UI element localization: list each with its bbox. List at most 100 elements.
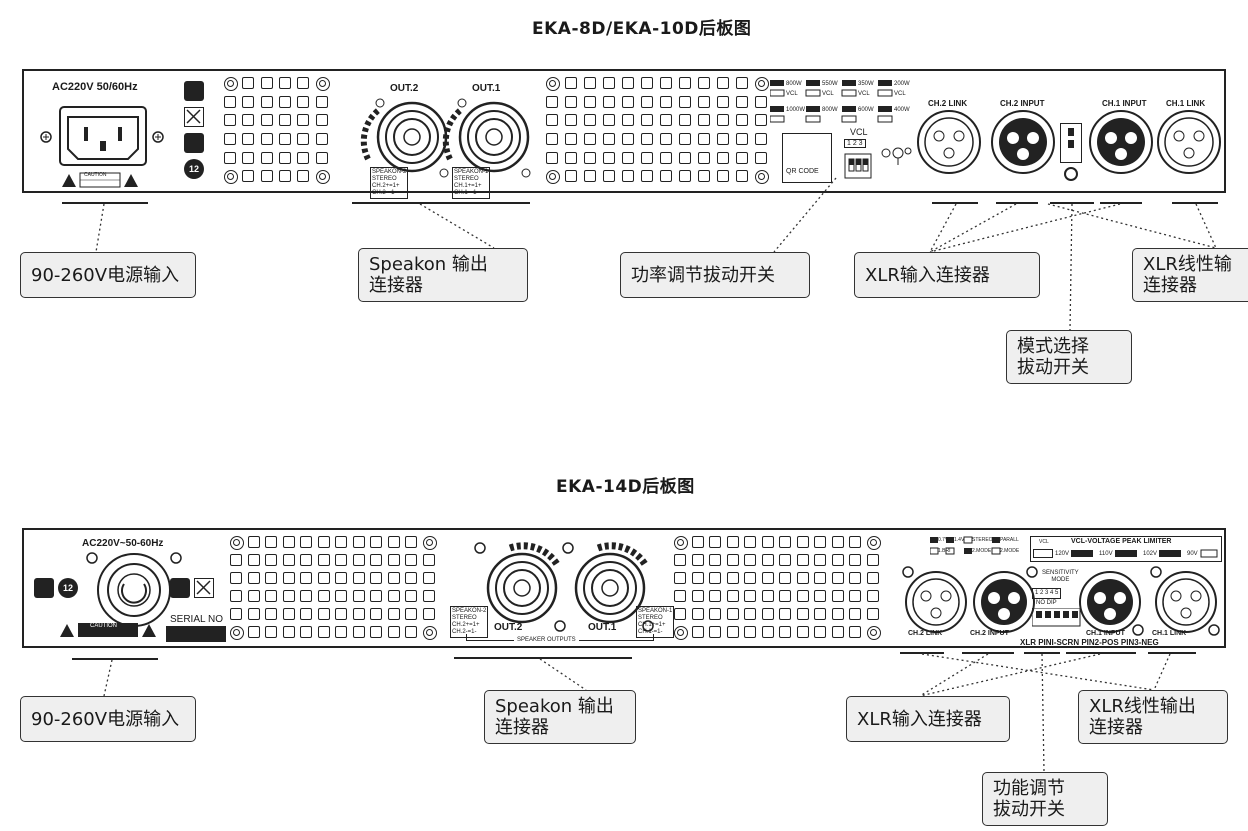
top-power-underline bbox=[62, 202, 148, 204]
vent-hole bbox=[727, 554, 739, 566]
vent-hole bbox=[603, 96, 615, 108]
top-callout-speakon: Speakon 输出 连接器 bbox=[358, 248, 528, 302]
vent-hole bbox=[283, 536, 295, 548]
vent-hole bbox=[779, 554, 791, 566]
vent-hole bbox=[423, 554, 435, 566]
ch2-link-xlr[interactable] bbox=[916, 109, 982, 175]
ch1-link-label-b: CH.1 LINK bbox=[1152, 630, 1187, 637]
vent-hole bbox=[584, 114, 596, 126]
vent-hole bbox=[423, 572, 435, 584]
vent-hole bbox=[709, 608, 721, 620]
vcl-dip-switch[interactable] bbox=[844, 153, 874, 183]
vent-hole bbox=[335, 536, 347, 548]
vcl-120v: 120V bbox=[1055, 551, 1070, 557]
vent-hole bbox=[641, 96, 653, 108]
vent-hole-round bbox=[674, 536, 688, 550]
vent-hole bbox=[779, 572, 791, 584]
ch2-link-xlr-b[interactable] bbox=[900, 564, 972, 636]
vent-hole-round bbox=[423, 626, 437, 640]
vent-hole bbox=[603, 114, 615, 126]
vent-hole bbox=[370, 626, 382, 638]
vent-hole bbox=[762, 536, 774, 548]
vent-hole bbox=[300, 608, 312, 620]
ch2-input-xlr[interactable] bbox=[990, 109, 1056, 175]
vent-hole bbox=[353, 608, 365, 620]
cert-mark-icon bbox=[170, 578, 190, 598]
ch2-input-xlr-b[interactable] bbox=[968, 564, 1040, 636]
vent-hole bbox=[297, 152, 309, 164]
vent-hole bbox=[709, 572, 721, 584]
vent-hole bbox=[370, 572, 382, 584]
vent-hole bbox=[230, 590, 242, 602]
vent-hole bbox=[279, 170, 291, 182]
function-dip-switch[interactable] bbox=[1032, 608, 1082, 628]
vent-hole bbox=[603, 77, 615, 89]
vent-hole bbox=[797, 572, 809, 584]
vent-hole bbox=[692, 608, 704, 620]
vent-hole bbox=[698, 170, 710, 182]
vent-hole bbox=[727, 536, 739, 548]
bottom-title: EKA-14D后板图 bbox=[556, 477, 695, 497]
vent-hole bbox=[242, 152, 254, 164]
vent-hole bbox=[370, 554, 382, 566]
vent-hole bbox=[230, 608, 242, 620]
ch1-input-label: CH.1 INPUT bbox=[1102, 99, 1147, 108]
vent-hole bbox=[353, 536, 365, 548]
vent-hole bbox=[736, 133, 748, 145]
vent-hole bbox=[622, 96, 634, 108]
power-opt-800w: 800W bbox=[786, 81, 802, 87]
vent-hole bbox=[717, 96, 729, 108]
bottom-callout-speakon: Speakon 输出 连接器 bbox=[484, 690, 636, 744]
vent-hole bbox=[603, 152, 615, 164]
serial-no-plate bbox=[166, 626, 226, 642]
vent-hole bbox=[744, 536, 756, 548]
vent-hole bbox=[224, 133, 236, 145]
vent-hole bbox=[698, 114, 710, 126]
vent-hole bbox=[423, 608, 435, 620]
xlr-pin-note: XLR PINI-SCRN PIN2-POS PIN3-NEG bbox=[1020, 638, 1159, 647]
vent-hole bbox=[335, 608, 347, 620]
vent-hole bbox=[283, 608, 295, 620]
vent-hole bbox=[297, 77, 309, 89]
vent-hole bbox=[388, 554, 400, 566]
vent-hole bbox=[283, 626, 295, 638]
vent-hole bbox=[674, 590, 686, 602]
recycle-12-icon: 12 bbox=[58, 578, 78, 598]
vent-hole bbox=[405, 608, 417, 620]
vent-hole bbox=[353, 626, 365, 638]
vent-hole bbox=[717, 114, 729, 126]
weee-bin-icon bbox=[194, 578, 214, 598]
bottom-xlr-in2-underline bbox=[962, 652, 1014, 654]
top-speakon2-note: SPEAKON-2 STEREO CH.2+=1+ CH.2-=1- bbox=[370, 167, 409, 199]
vent-hole bbox=[698, 96, 710, 108]
ch1-link-xlr[interactable] bbox=[1156, 109, 1222, 175]
vcl-limiter-dip[interactable] bbox=[1033, 549, 1053, 558]
vent-hole bbox=[849, 554, 861, 566]
vent-hole bbox=[279, 152, 291, 164]
mode-switch[interactable] bbox=[1060, 123, 1082, 163]
vent-hole bbox=[679, 114, 691, 126]
vent-hole bbox=[388, 590, 400, 602]
ch1-input-xlr[interactable] bbox=[1088, 109, 1154, 175]
vent-hole bbox=[849, 608, 861, 620]
vent-hole bbox=[423, 590, 435, 602]
vent-hole bbox=[297, 170, 309, 182]
power-opt-350w: 350W bbox=[858, 81, 874, 87]
vent-hole bbox=[736, 114, 748, 126]
vent-hole bbox=[335, 590, 347, 602]
mode-knob[interactable] bbox=[1064, 167, 1078, 181]
vent-hole bbox=[867, 590, 879, 602]
vent-hole bbox=[283, 554, 295, 566]
ch1-input-xlr-b[interactable] bbox=[1074, 564, 1146, 636]
sens-dip-numbers: 1 2 3 4 5 bbox=[1032, 588, 1062, 599]
vcl-90v: 90V bbox=[1187, 551, 1198, 557]
ch1-link-xlr-b[interactable] bbox=[1148, 564, 1220, 636]
vent-hole-round bbox=[755, 77, 769, 91]
vcl-label: VCL bbox=[850, 127, 868, 137]
vent-hole bbox=[565, 170, 577, 182]
vent-hole bbox=[679, 170, 691, 182]
vent-hole-round bbox=[755, 170, 769, 184]
vcl-110v: 110V bbox=[1099, 551, 1113, 557]
speakon-out1-connector-b bbox=[562, 542, 654, 632]
vent-hole bbox=[797, 536, 809, 548]
